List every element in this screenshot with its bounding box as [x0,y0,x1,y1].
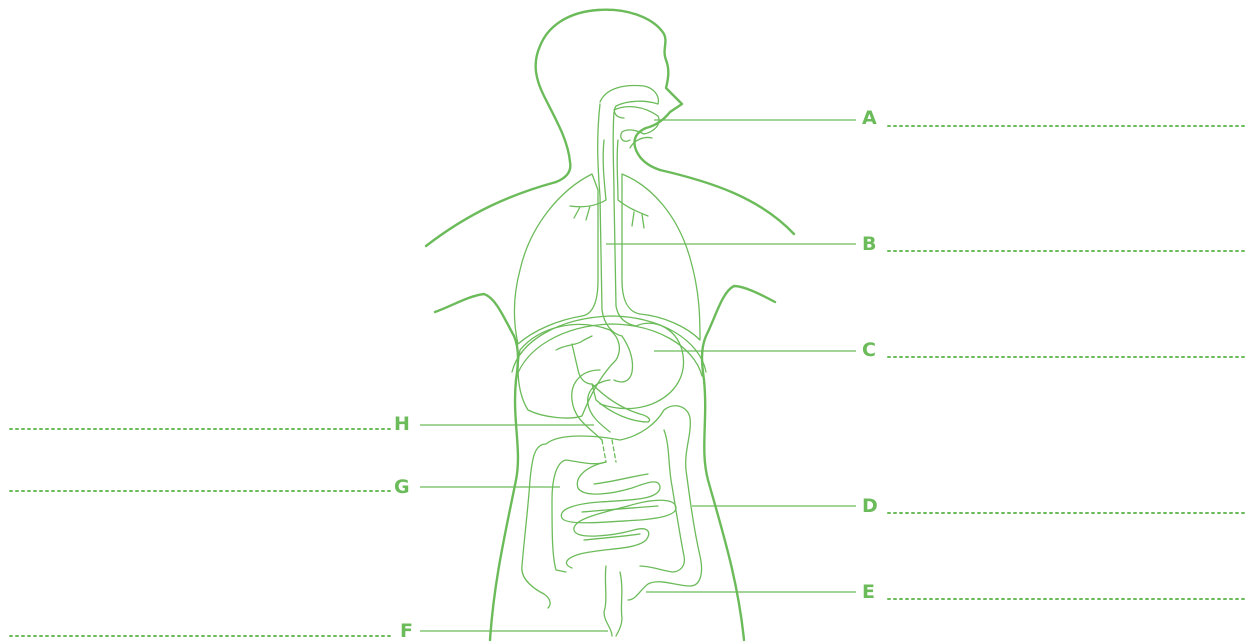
liver [518,324,619,418]
trachea [603,140,618,200]
throat-right [613,112,614,196]
bronchi [570,200,648,228]
label-c: C [862,339,877,361]
gallbladder-duct [556,336,592,384]
pancreas [592,384,650,422]
back-of-head-outline [536,10,598,182]
body-outline [426,10,794,640]
left-arm-torso-outline [435,294,518,640]
stomach [600,323,684,408]
large-intestine [522,406,702,608]
esophagus [600,196,636,336]
label-e: E [862,581,876,603]
leader-lines [420,120,856,631]
label-f: F [400,620,414,642]
label-d: D [862,495,879,517]
right-lung [622,174,700,340]
organs [512,86,706,636]
label-h: H [394,413,411,435]
rectum [604,566,622,636]
label-g: G [394,476,411,498]
throat-left [598,104,600,196]
nasal-cavity [600,86,658,118]
left-shoulder-outline [426,182,556,246]
duodenum-dashed [602,440,616,462]
label-a: A [862,107,878,129]
label-b: B [862,233,877,255]
small-intestine [561,462,676,568]
tongue [630,137,652,148]
right-arm-torso-outline [702,286,775,640]
right-shoulder-outline [660,170,794,234]
letter-labels: A B C D E F G H [394,107,879,642]
